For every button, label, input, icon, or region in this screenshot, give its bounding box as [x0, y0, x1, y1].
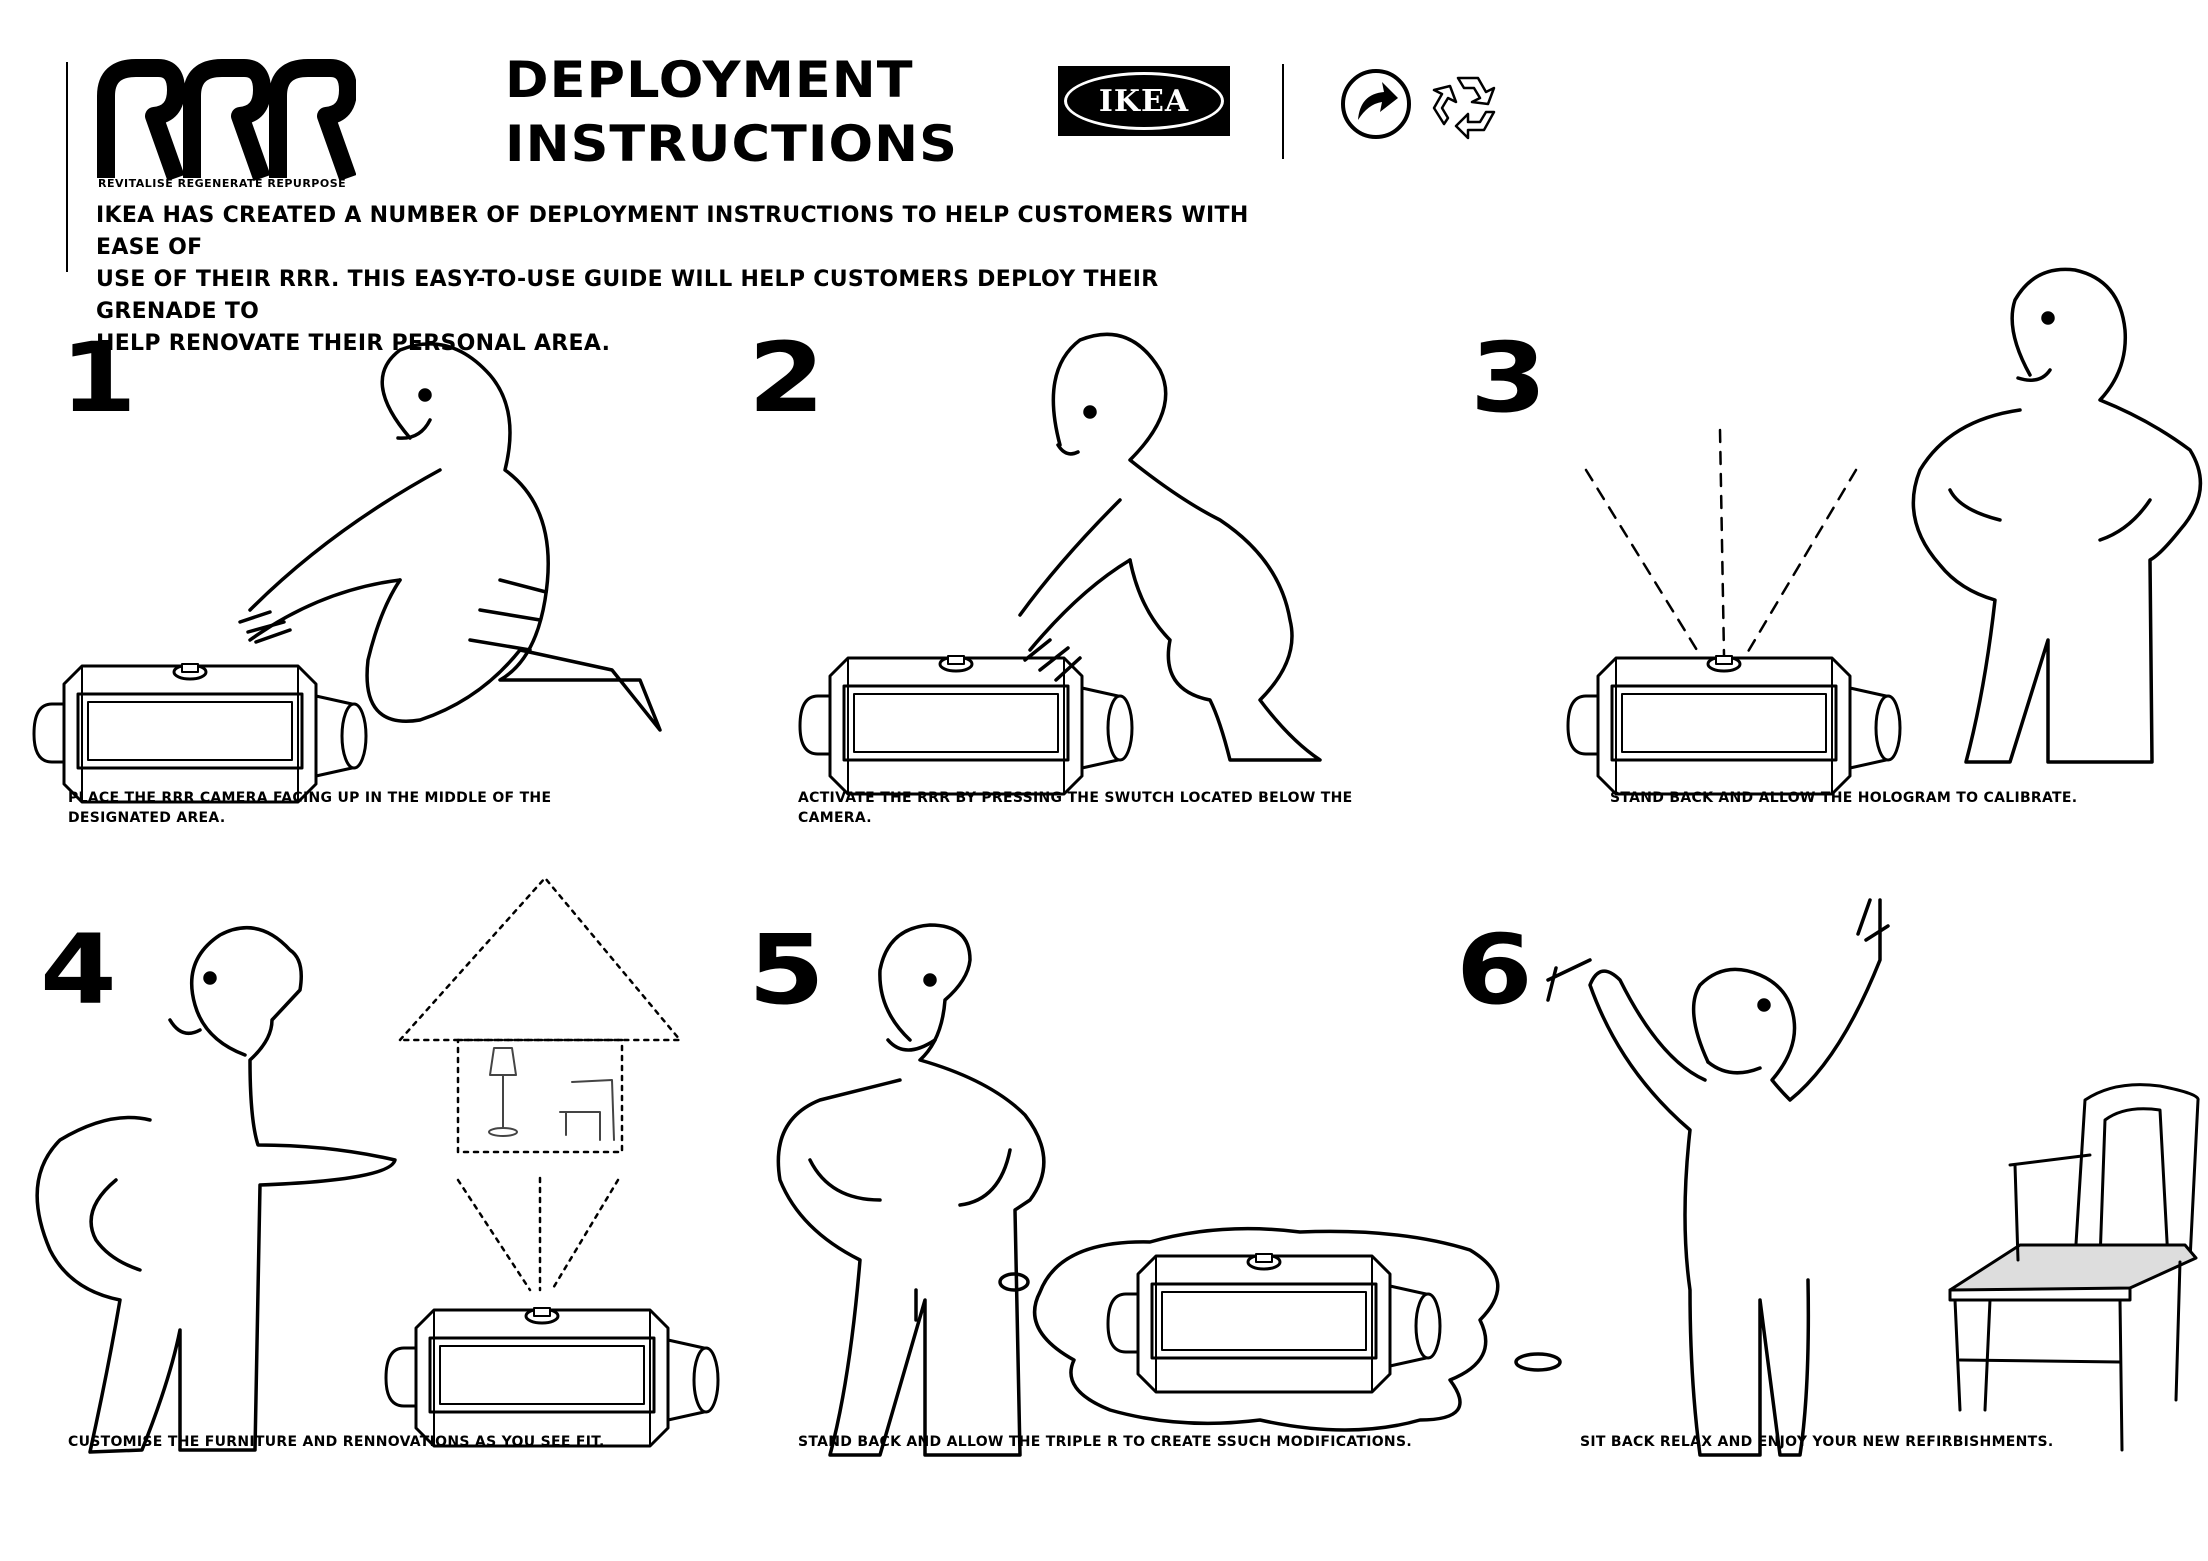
step-caption-1-line-2: DESIGNATED AREA.	[68, 810, 226, 826]
step-number-1: 1	[60, 322, 137, 434]
step-caption-2-line-1: ACTIVATE THE RRR BY PRESSING THE SWUTCH …	[798, 790, 1353, 806]
step-number-2: 2	[748, 322, 825, 434]
figure-kneeling	[238, 342, 662, 732]
ikea-logo-text: IKEA	[1064, 72, 1224, 130]
hologram-lamp-and-chair-4	[488, 1047, 615, 1141]
intro-line-3: HELP RENOVATE THEIR PERSONAL AREA.	[96, 331, 611, 356]
step-number-6: 6	[1456, 914, 1533, 1026]
step-caption-4-line-1: CUSTOMISE THE FURNITURE AND RENNOVATIONS…	[68, 1434, 605, 1450]
hologram-beams-3	[1584, 428, 1858, 657]
page-title: DEPLOYMENT INSTRUCTIONS	[505, 48, 958, 176]
hologram-furniture-4	[398, 876, 682, 1292]
green-dot-icon	[1341, 69, 1411, 139]
step-caption-1-line-1: PLACE THE RRR CAMERA FACING UP IN THE MI…	[68, 790, 552, 806]
step-caption-1: PLACE THE RRR CAMERA FACING UP IN THE MI…	[68, 788, 551, 828]
step-number-3: 3	[1470, 322, 1547, 434]
rrr-camera-1	[32, 662, 368, 804]
figure-standing-hands-on-hips	[1911, 267, 2203, 764]
brand-tagline: REVITALISE REGENERATE REPURPOSE	[98, 177, 347, 190]
rrr-camera-3	[1566, 654, 1902, 796]
step-caption-3-line-1: STAND BACK AND ALLOW THE HOLOGRAM TO CAL…	[1610, 790, 2078, 806]
step-caption-5: STAND BACK AND ALLOW THE TRIPLE R TO CRE…	[798, 1432, 1412, 1452]
step-caption-5-line-1: STAND BACK AND ALLOW THE TRIPLE R TO CRE…	[798, 1434, 1412, 1450]
figure-pointing	[35, 926, 397, 1454]
rrr-camera-4	[384, 1306, 720, 1448]
figure-standing-5	[776, 923, 1046, 1457]
header-divider-right	[1282, 64, 1284, 159]
rrr-camera-5	[1106, 1252, 1442, 1394]
intro-line-2: USE OF THEIR RRR. THIS EASY-TO-USE GUIDE…	[96, 267, 1159, 324]
step-number-5: 5	[748, 914, 825, 1026]
header-divider-left	[66, 62, 68, 272]
step-caption-3: STAND BACK AND ALLOW THE HOLOGRAM TO CAL…	[1610, 788, 2077, 808]
rrr-logo	[97, 59, 356, 182]
step-caption-2: ACTIVATE THE RRR BY PRESSING THE SWUTCH …	[798, 788, 1353, 828]
step-caption-2-line-2: CAMERA.	[798, 810, 872, 826]
step-number-4: 4	[40, 914, 117, 1026]
figure-bending	[1018, 332, 1322, 762]
recycle-icon	[1432, 76, 1496, 140]
rrr-camera-2	[798, 654, 1134, 796]
intro-line-1: IKEA HAS CREATED A NUMBER OF DEPLOYMENT …	[96, 203, 1249, 260]
title-line-2: INSTRUCTIONS	[505, 115, 959, 173]
figure-celebrating	[1546, 898, 1890, 1457]
liquid-puddle-5	[998, 1226, 1562, 1432]
step-caption-4: CUSTOMISE THE FURNITURE AND RENNOVATIONS…	[68, 1432, 605, 1452]
intro-text: IKEA HAS CREATED A NUMBER OF DEPLOYMENT …	[96, 200, 1256, 360]
step-caption-6-line-1: SIT BACK RELAX AND ENJOY YOUR NEW REFIRB…	[1580, 1434, 2054, 1450]
step-caption-6: SIT BACK RELAX AND ENJOY YOUR NEW REFIRB…	[1580, 1432, 2054, 1452]
title-line-1: DEPLOYMENT	[505, 51, 914, 109]
wooden-chair	[1948, 1083, 2200, 1452]
ikea-logo: IKEA	[1058, 66, 1230, 136]
